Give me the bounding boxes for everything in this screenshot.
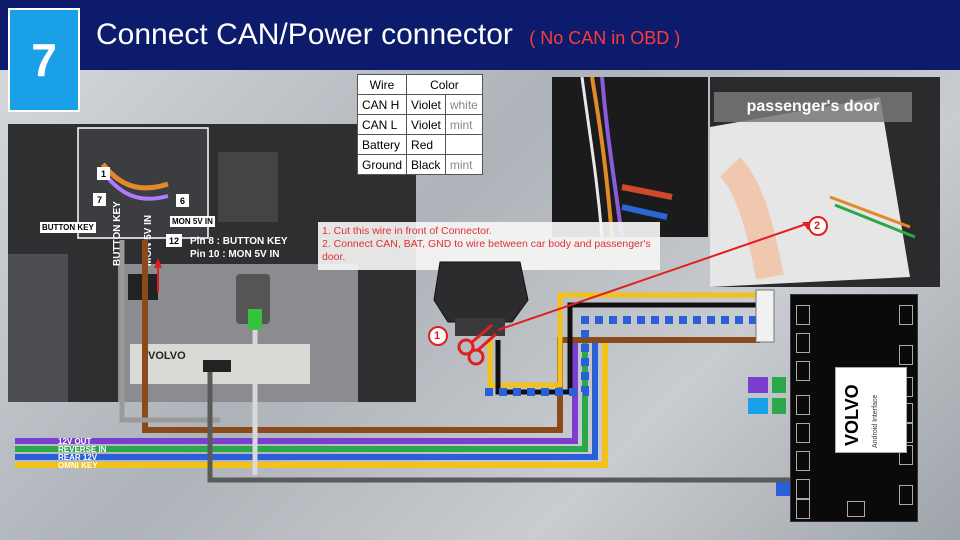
- photo-arrow-head-icon: [154, 258, 162, 268]
- note-line-1: 1. Cut this wire in front of Connector.: [322, 225, 492, 237]
- table-header-row: Wire Color: [356, 74, 483, 95]
- red-pointer-line: [497, 221, 813, 331]
- cyan-plug: [748, 398, 768, 414]
- marker-1: 1: [434, 330, 441, 342]
- row-stripe: white: [444, 94, 483, 115]
- module-label-panel: VOLVO Android Interface: [835, 367, 907, 453]
- can-dashed-wire: [485, 316, 760, 396]
- harness-illustration: [552, 76, 708, 238]
- bus-label-omni-key: OMNI KEY: [58, 461, 98, 470]
- bus-label-12v-out: 12V OUT: [58, 437, 92, 446]
- module-port: [796, 305, 810, 325]
- pin8-label: Pin 8 : BUTTON KEY: [190, 236, 288, 247]
- yellow-power-wire: [487, 292, 760, 388]
- green-plug: [772, 377, 786, 393]
- marker-2-circle: [808, 216, 828, 236]
- marker-1-circle: [428, 326, 448, 346]
- blue-plug: [776, 482, 790, 496]
- table-row: CAN H Violet white: [356, 94, 483, 115]
- title-subtitle: ( No CAN in OBD ): [529, 28, 681, 48]
- bus-label-reverse-in: REVERSE IN: [58, 445, 107, 454]
- module-port: [899, 345, 913, 365]
- marker-2: 2: [814, 220, 821, 232]
- android-interface-module: VOLVO Android Interface: [790, 294, 918, 522]
- col-color: Color: [406, 74, 483, 95]
- bus-label-rear-12v: REAR 12V: [58, 453, 98, 462]
- mon-5v-tag: MON 5V IN: [170, 216, 215, 227]
- module-subtitle: Android Interface: [872, 394, 879, 448]
- button-key-tag: BUTTON KEY: [40, 222, 96, 233]
- brown-wire: [142, 240, 760, 433]
- wire-color-table: Wire Color CAN H Violet white CAN L Viol…: [356, 74, 483, 175]
- obd-connector: [433, 261, 529, 336]
- module-port: [796, 333, 810, 353]
- photo-pin-6: 6: [176, 194, 189, 207]
- table-row: Ground Black mint: [356, 154, 483, 175]
- photo-pin-7: 7: [93, 193, 106, 206]
- harness-photo: [552, 76, 708, 238]
- volvo-sticker: VOLVO: [148, 350, 186, 362]
- title-text: Connect CAN/Power connector: [96, 18, 513, 51]
- module-port: [796, 395, 810, 415]
- module-port: [899, 305, 913, 325]
- page-title: Connect CAN/Power connector ( No CAN in …: [96, 18, 680, 52]
- module-port: [796, 361, 810, 381]
- module-port: [796, 451, 810, 471]
- photo-pin-1: 1: [97, 167, 110, 180]
- row-wire: Ground: [356, 154, 408, 175]
- violet-plug: [748, 377, 768, 393]
- header-bar: Connect CAN/Power connector ( No CAN in …: [0, 0, 960, 70]
- row-wire: CAN L: [356, 114, 408, 135]
- module-port: [899, 485, 913, 505]
- module-port: [796, 479, 810, 499]
- module-brand: VOLVO: [842, 384, 862, 446]
- row-color: Black: [406, 154, 446, 175]
- passenger-door-label: passenger's door: [714, 92, 912, 122]
- grey-wire-b: [207, 365, 790, 483]
- green-plug-2: [772, 398, 786, 414]
- photo-pin-12: 12: [166, 234, 182, 247]
- grey-wire-a: [119, 240, 220, 423]
- step-number-badge: 7: [8, 8, 80, 112]
- harness-connector: [755, 289, 775, 343]
- head-unit-photo: [8, 124, 416, 402]
- note-line-2: 2. Connect CAN, BAT, GND to wire between…: [322, 238, 651, 263]
- module-port: [796, 423, 810, 443]
- scissors-icon: [457, 323, 497, 366]
- row-stripe: mint: [444, 154, 483, 175]
- module-port: [847, 501, 865, 517]
- row-wire: CAN H: [356, 94, 408, 115]
- head-unit-illustration: [8, 124, 416, 402]
- module-port: [796, 499, 810, 519]
- pin10-label: Pin 10 : MON 5V IN: [190, 249, 280, 260]
- splice-block: [203, 360, 231, 372]
- row-wire: Battery: [356, 134, 408, 155]
